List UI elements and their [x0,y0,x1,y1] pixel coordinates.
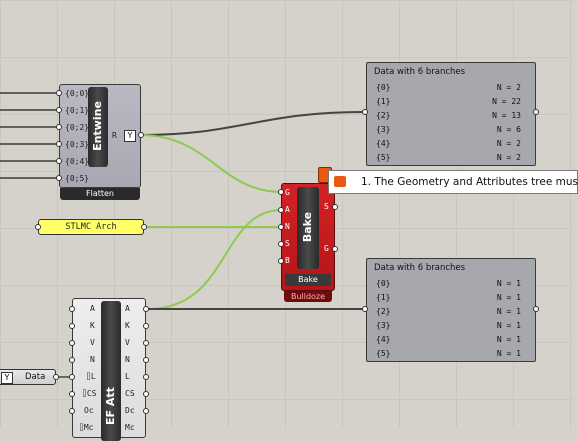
bake-port-in-g[interactable] [278,189,284,195]
entwine-output-r[interactable]: R [112,131,117,140]
bake-component[interactable]: Bake G A N S B S G Bake [281,183,335,291]
attr-output-dc[interactable]: Dc [125,406,135,415]
attr-input-oc[interactable]: Oc [84,406,94,415]
entwine-input-5[interactable]: {0;5} [65,174,90,183]
string-param-value: STLMC Arch [65,222,117,232]
wire-flatten-to-bake [139,134,283,193]
entwine-port-in-1[interactable] [56,107,62,113]
string-param-port-in[interactable] [35,224,41,230]
bake-input-n[interactable]: N [285,222,290,231]
bake-port-in-n[interactable] [278,224,284,230]
entwine-input-4[interactable]: {0;4} [65,157,90,166]
entwine-input-3[interactable]: {0;3} [65,140,90,149]
attributes-center-bar [101,301,121,441]
attr-input-a[interactable]: A [90,304,95,313]
attr-output-cs[interactable]: CS [125,389,135,398]
data-param-port-out[interactable] [53,374,59,380]
attr-port-out-n[interactable] [143,357,149,363]
entwine-center-bar [88,87,108,167]
panel-bottom-title: Data with 6 branches [374,263,466,273]
attr-input-mc[interactable]: ⌷Mc [79,423,94,432]
bake-button[interactable]: Bake [285,274,331,286]
entwine-input-1[interactable]: {0;1} [65,106,90,115]
bake-output-g[interactable]: G [324,244,329,253]
panel-top-port-out[interactable] [533,109,539,115]
entwine-component[interactable]: Entwine {0;0} {0;1} {0;2} {0;3} {0;4} {0… [59,84,141,188]
bake-port-out-s[interactable] [332,204,338,210]
entwine-input-2[interactable]: {0;2} [65,123,90,132]
data-param-label: Data [25,372,46,382]
entwine-port-in-0[interactable] [56,90,62,96]
panel-top-title: Data with 6 branches [374,67,466,77]
wire-flatten-to-panel [139,111,365,136]
string-param[interactable]: STLMC Arch [38,219,144,235]
bake-title: Bake [301,211,314,243]
panel-top-port-in[interactable] [362,109,368,115]
attr-port-out-l[interactable] [143,374,149,380]
attr-port-in-v[interactable] [69,340,75,346]
panel-bottom[interactable]: Data with 6 branches {0}N = 1 {1}N = 1 {… [366,258,536,362]
attr-output-v[interactable]: V [125,338,130,347]
string-param-port-out[interactable] [141,224,147,230]
panel-bottom-port-out[interactable] [533,306,539,312]
bake-input-a[interactable]: A [285,205,290,214]
panel-top[interactable]: Data with 6 branches {0}N = 2 {1}N = 22 … [366,62,536,166]
warning-message: 1. The Geometry and Attributes tree mus [361,176,578,188]
flatten-footer: Flatten [60,188,140,200]
bake-port-in-s[interactable] [278,241,284,247]
warning-tooltip: 1. The Geometry and Attributes tree mus [328,170,578,194]
attr-port-out-cs[interactable] [143,391,149,397]
attr-port-in-n[interactable] [69,357,75,363]
attr-output-mc[interactable]: Mc [125,423,135,432]
wires-layer [0,92,365,378]
attr-input-k[interactable]: K [90,321,95,330]
attr-port-in-l[interactable] [69,374,75,380]
bake-input-g[interactable]: G [285,188,290,197]
attr-port-in-k[interactable] [69,323,75,329]
data-param[interactable]: Y Data [0,369,56,385]
panel-bottom-port-in[interactable] [362,306,368,312]
entwine-port-out-r[interactable] [138,132,144,138]
wire-attr-to-bake [147,209,283,310]
warning-icon [334,176,346,187]
entwine-port-in-3[interactable] [56,141,62,147]
attr-port-in-cs[interactable] [69,391,75,397]
attr-input-l[interactable]: ⌷L [86,372,96,381]
bake-input-b[interactable]: B [285,256,290,265]
bake-input-s[interactable]: S [285,239,290,248]
bake-center-bar [297,187,319,269]
entwine-port-in-2[interactable] [56,124,62,130]
attr-input-v[interactable]: V [90,338,95,347]
attr-input-n[interactable]: N [90,355,95,364]
bake-footer: Bulldoze [284,291,332,302]
entwine-port-in-4[interactable] [56,158,62,164]
attr-output-n[interactable]: N [125,355,130,364]
bake-output-s[interactable]: S [324,202,329,211]
flatten-icon[interactable]: Y [124,130,136,142]
attr-port-out-dc[interactable] [143,408,149,414]
entwine-port-in-5[interactable] [56,175,62,181]
attr-output-a[interactable]: A [125,304,130,313]
attr-port-out-a[interactable] [143,306,149,312]
data-param-icon: Y [1,372,13,384]
attr-input-cs[interactable]: ⌷CS [82,389,97,398]
attr-output-k[interactable]: K [125,321,130,330]
attributes-component[interactable]: EF Att A K V N ⌷L ⌷CS Oc ⌷Mc A K V N L C… [72,298,146,441]
attr-port-out-k[interactable] [143,323,149,329]
bake-port-in-b[interactable] [278,258,284,264]
attributes-title: EF Att [104,387,117,425]
bake-port-out-g[interactable] [332,246,338,252]
attr-port-in-oc[interactable] [69,408,75,414]
entwine-title: Entwine [91,101,104,151]
attr-port-out-v[interactable] [143,340,149,346]
attr-output-l[interactable]: L [125,372,130,381]
bake-port-in-a[interactable] [278,207,284,213]
entwine-input-0[interactable]: {0;0} [65,89,90,98]
attr-port-in-a[interactable] [69,306,75,312]
